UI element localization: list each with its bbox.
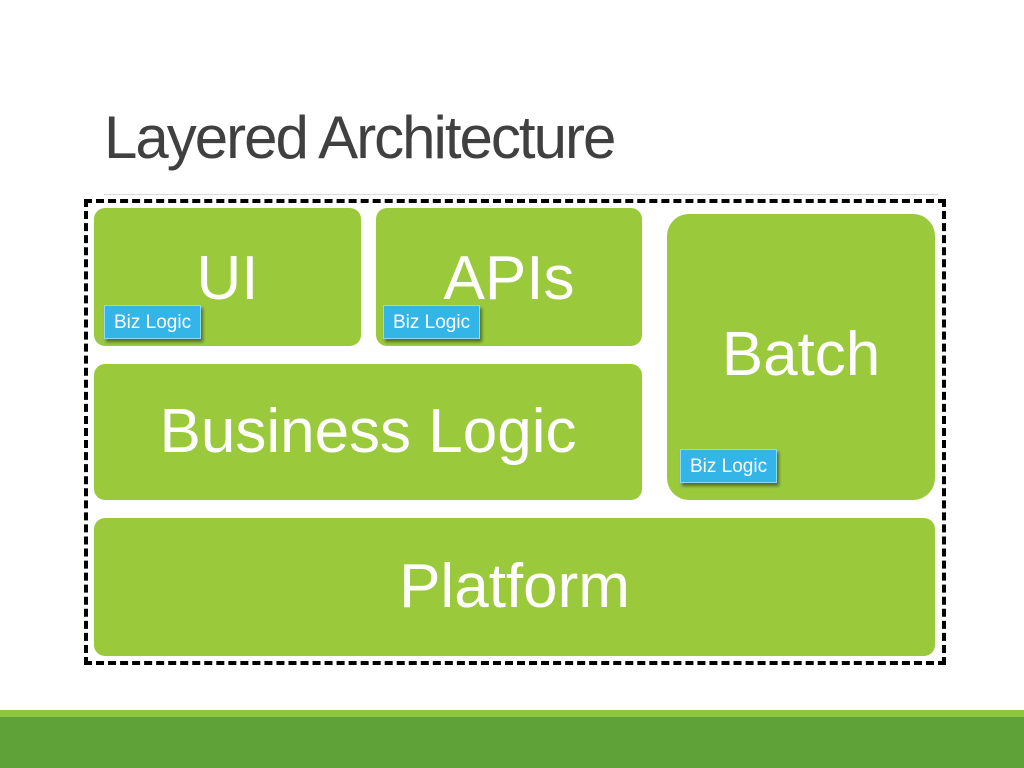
batch-biz-logic-badge: Biz Logic	[680, 449, 778, 483]
apis-biz-logic-badge: Biz Logic	[383, 305, 481, 339]
batch-layer: Batch	[667, 214, 935, 500]
system-boundary-frame	[84, 199, 946, 665]
business-logic-layer: Business Logic	[94, 364, 642, 500]
slide-title: Layered Architecture	[104, 104, 616, 171]
apis-layer-label: APIs	[443, 244, 575, 313]
ui-layer-label: UI	[196, 244, 259, 313]
apis-layer: APIs	[376, 208, 642, 346]
footer-bar	[0, 717, 1024, 768]
platform-layer-label: Platform	[399, 552, 630, 621]
footer-accent-bar	[0, 710, 1024, 717]
business-logic-layer-label: Business Logic	[159, 397, 577, 466]
batch-layer-label: Batch	[721, 320, 881, 389]
ui-biz-logic-badge: Biz Logic	[104, 305, 202, 339]
title-divider	[104, 194, 938, 195]
platform-layer: Platform	[94, 518, 935, 656]
